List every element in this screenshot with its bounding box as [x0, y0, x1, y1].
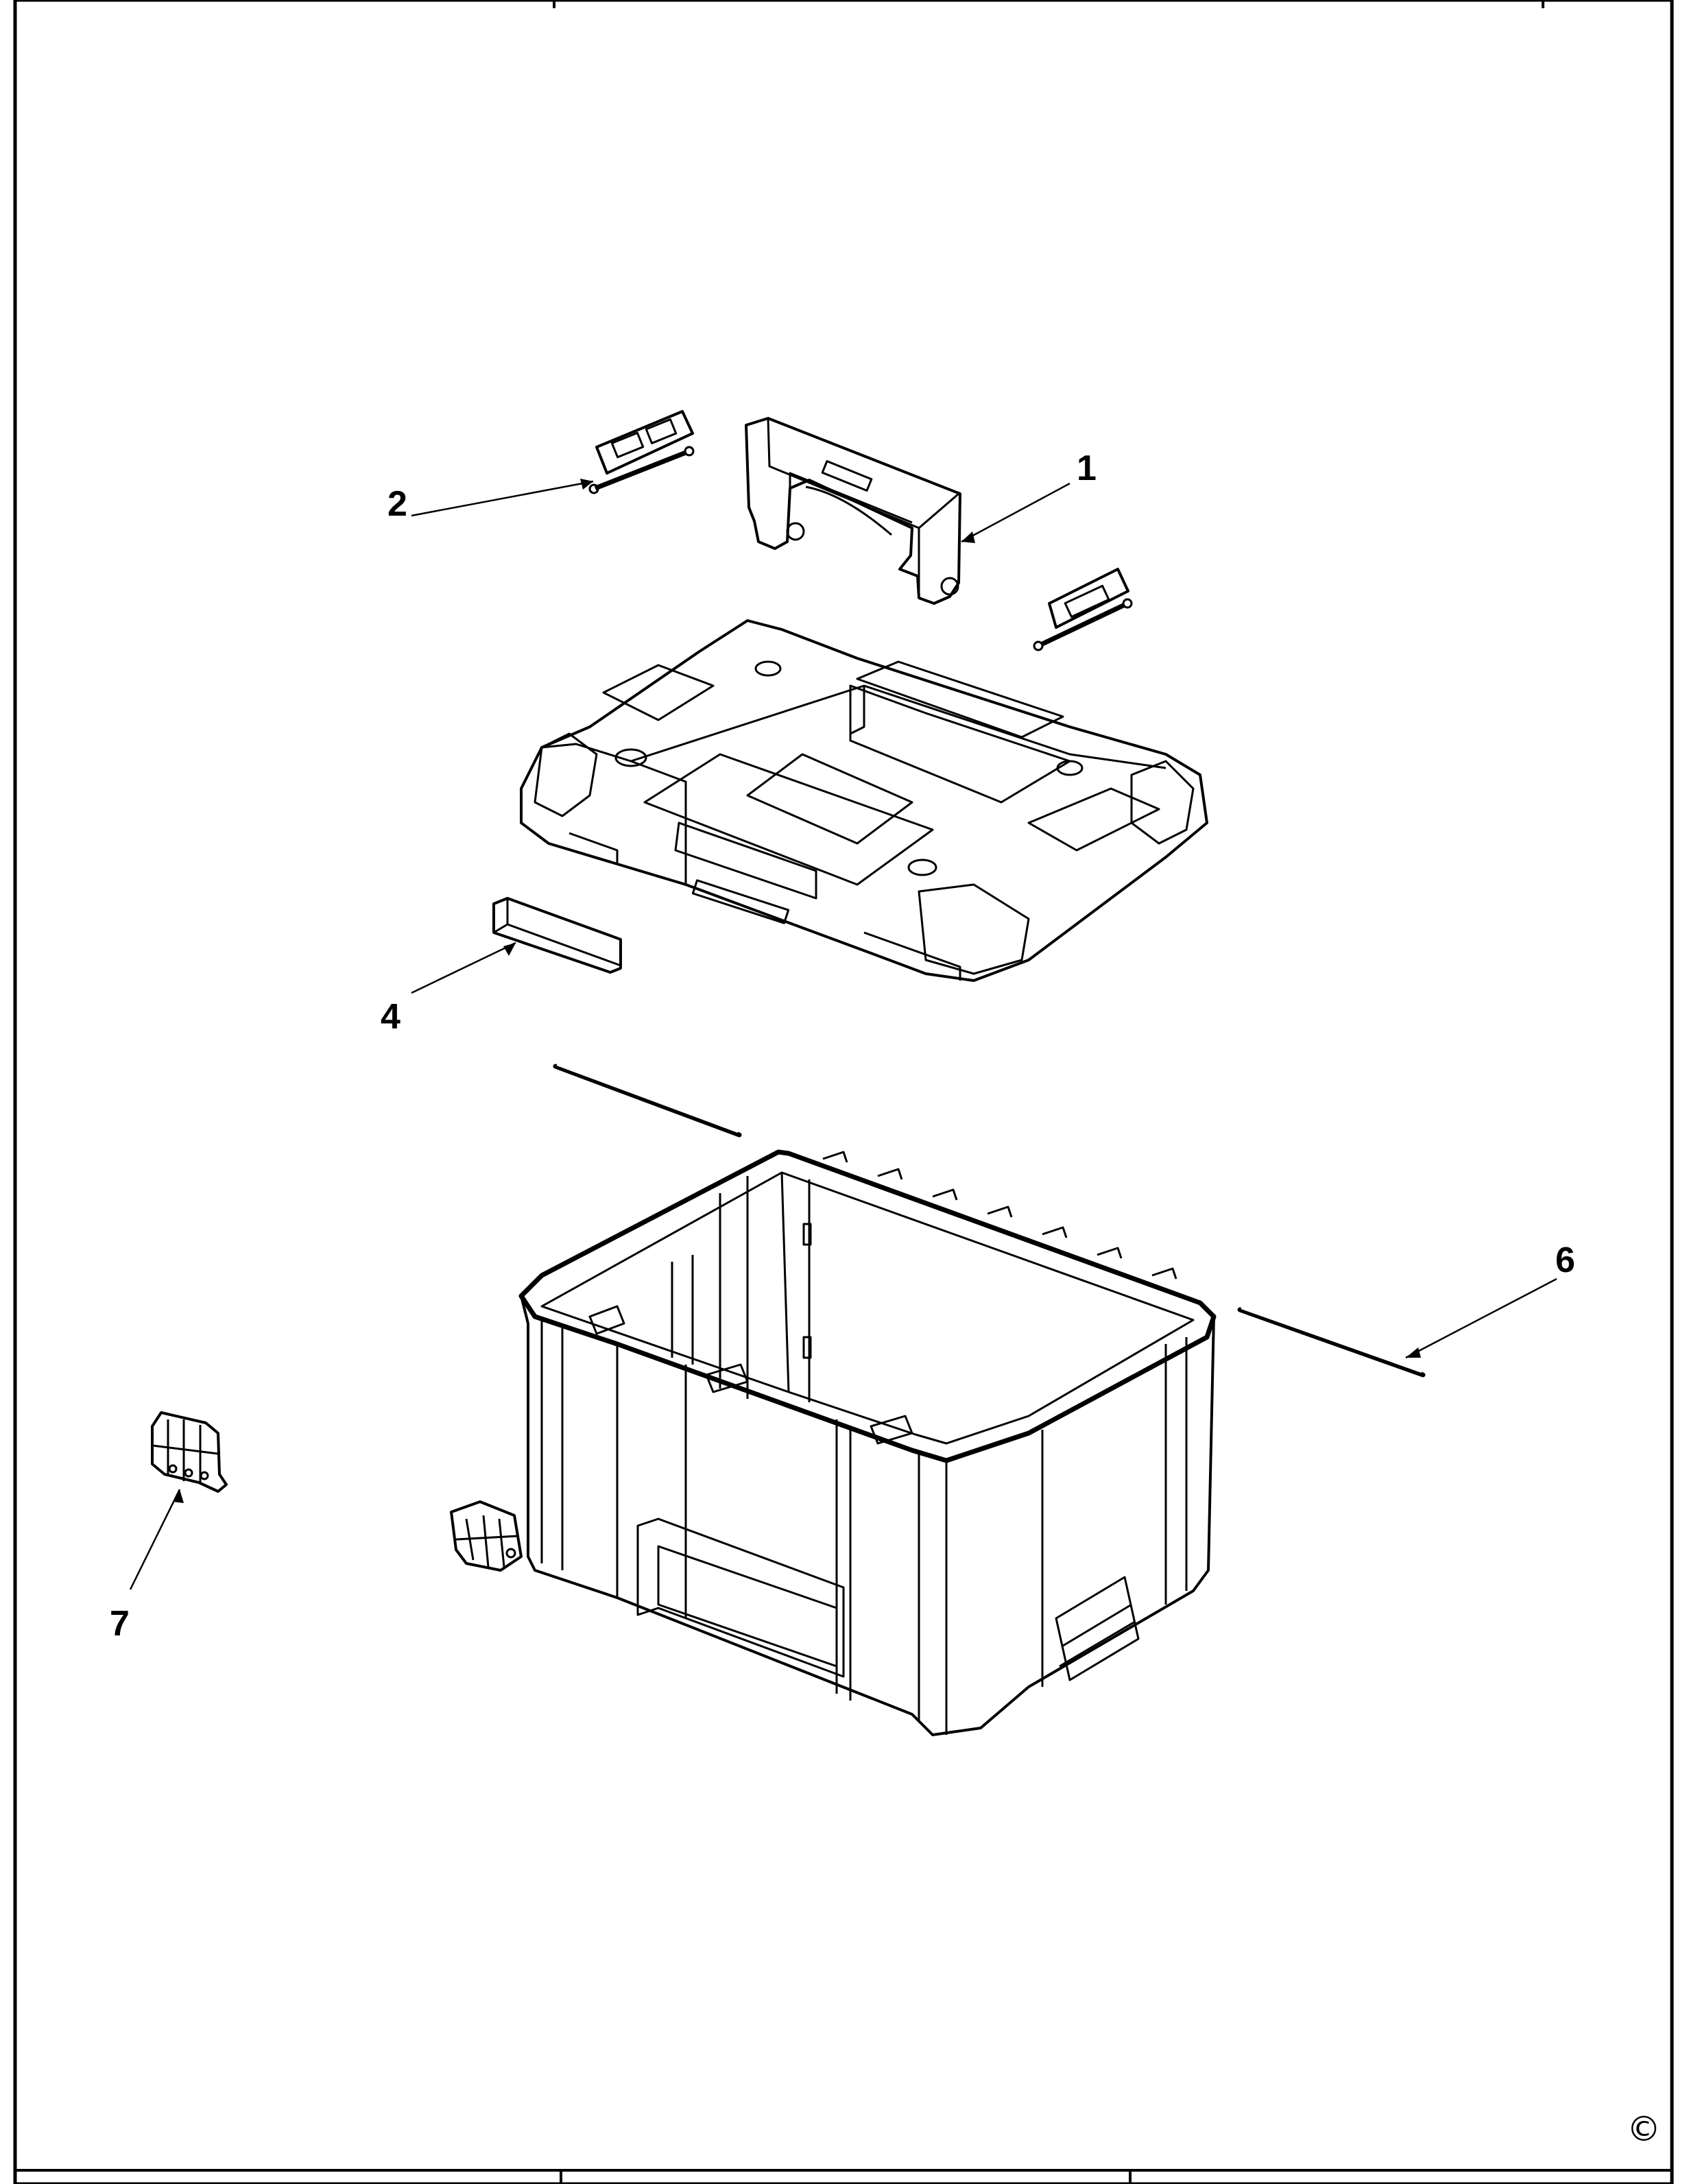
- latch-hinge-icon: [588, 410, 695, 494]
- side-latch-icon: [151, 1411, 228, 1493]
- side-latch-mounted-icon: [450, 1500, 523, 1572]
- callout-labels: 1 2 4 6 7: [110, 448, 1575, 1644]
- label-plate-icon: [492, 897, 622, 974]
- callout-1: 1: [1077, 448, 1097, 488]
- latch-hinge-right-icon: [1033, 568, 1133, 651]
- leader-lines: [129, 479, 1557, 1590]
- callout-7: 7: [110, 1604, 130, 1644]
- handle-icon: [745, 417, 961, 605]
- callout-4: 4: [381, 997, 400, 1037]
- drawing-frame: [13, 0, 1674, 2184]
- callout-6: 6: [1555, 1240, 1575, 1280]
- lid-icon: [520, 619, 1208, 982]
- hinge-pin-icon: [553, 1064, 1426, 1378]
- box-body-icon: [518, 1149, 1217, 1736]
- callout-2: 2: [387, 484, 407, 524]
- copyright-symbol: ©: [1627, 2109, 1661, 2149]
